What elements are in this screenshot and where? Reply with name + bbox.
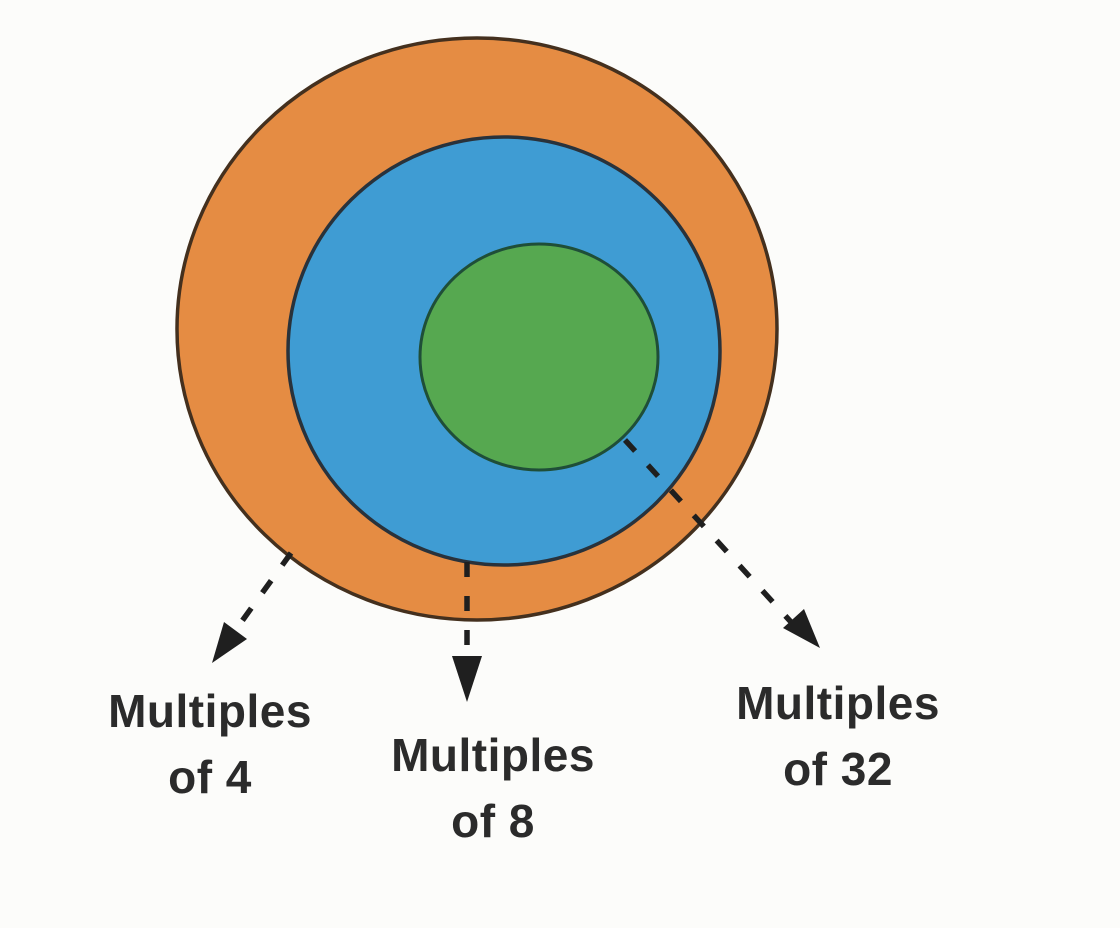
label-multiples-of-8: Multiples of 8 bbox=[333, 722, 653, 854]
arrow-multiples-of-32-head bbox=[783, 609, 820, 648]
arrow-multiples-of-4-dashed-line bbox=[234, 551, 294, 630]
label-multiples-of-4-line1: Multiples bbox=[108, 685, 312, 737]
arrow-multiples-of-8 bbox=[452, 562, 482, 702]
label-multiples-of-8-line2: of 8 bbox=[451, 795, 535, 847]
arrow-multiples-of-4 bbox=[212, 551, 294, 663]
arrow-multiples-of-8-head bbox=[452, 656, 482, 702]
label-multiples-of-8-line1: Multiples bbox=[391, 729, 595, 781]
arrow-multiples-of-32 bbox=[622, 438, 820, 648]
label-multiples-of-32-line1: Multiples bbox=[736, 677, 940, 729]
label-multiples-of-32-line2: of 32 bbox=[783, 743, 893, 795]
label-multiples-of-32: Multiples of 32 bbox=[678, 670, 998, 802]
arrow-multiples-of-4-head bbox=[212, 622, 247, 663]
arrow-multiples-of-32-dashed-line bbox=[622, 438, 794, 624]
label-multiples-of-4: Multiples of 4 bbox=[50, 678, 370, 810]
inner-circle-multiples-of-32 bbox=[418, 242, 660, 472]
label-multiples-of-4-line2: of 4 bbox=[168, 751, 252, 803]
